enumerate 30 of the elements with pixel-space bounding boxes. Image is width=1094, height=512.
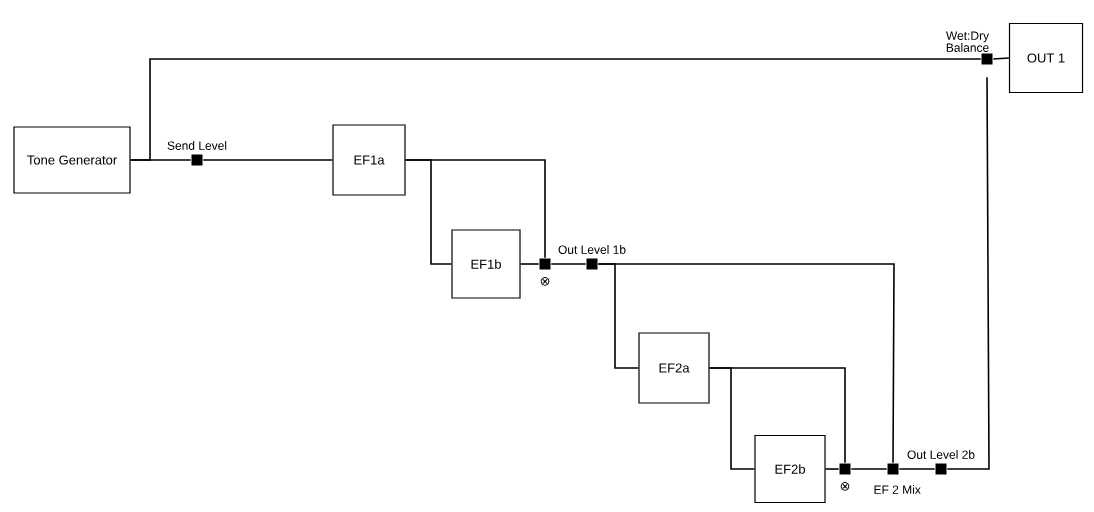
node-label: Out Level 2b: [907, 450, 975, 459]
node-label: EF 2 Mix: [874, 485, 921, 494]
signal-line: [519, 263, 540, 265]
output-box: OUT 1: [1008, 22, 1084, 94]
node-label: ⊗: [840, 482, 850, 491]
signal-line: [824, 468, 840, 470]
effect-box: EF1a: [332, 124, 406, 196]
signal-line: [850, 468, 888, 470]
signal-line: [129, 159, 192, 161]
signal-line: [992, 57, 1010, 60]
node-label: ⊗: [540, 277, 550, 286]
level-control: Send Level: [167, 141, 227, 166]
signal-line: [202, 159, 334, 161]
process-box: Tone Generator: [13, 126, 131, 194]
signal-line: [708, 367, 846, 464]
node-label: Out Level 1b: [558, 245, 626, 254]
effect-box: EF2a: [638, 332, 710, 404]
signal-line: [597, 263, 895, 464]
node-label: Wet:Dry Balance: [946, 31, 990, 52]
node-label: Send Level: [167, 141, 227, 150]
level-control: Out Level 1b: [558, 245, 626, 270]
mixer-control: ⊗: [839, 463, 851, 491]
signal-line: [898, 468, 936, 470]
signal-line: [946, 76, 990, 470]
signal-line: [404, 159, 546, 259]
effect-box: EF1b: [451, 229, 521, 299]
balance-control: Wet:Dry Balance: [946, 31, 993, 65]
effect-box: EF2b: [754, 434, 826, 504]
signal-line: [550, 263, 587, 265]
mixer-control: ⊗: [539, 258, 551, 286]
